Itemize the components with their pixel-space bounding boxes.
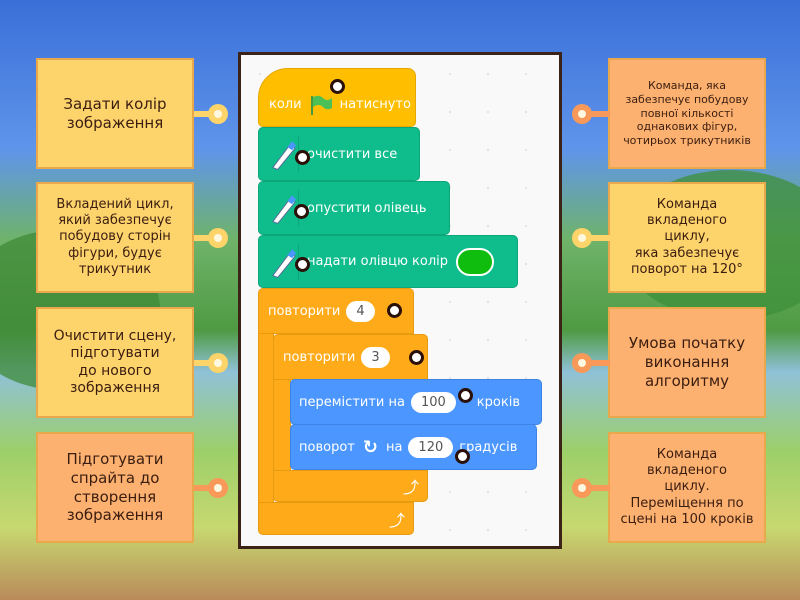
repeat-outer-arm: [258, 333, 274, 505]
connector-knob[interactable]: [572, 478, 592, 498]
repeat-inner-arm: [273, 379, 291, 474]
connector-line: [194, 485, 220, 491]
connector-line: [584, 111, 610, 117]
repeat-inner-end: ⤴: [273, 470, 428, 502]
connector-line: [194, 235, 220, 241]
pen-icon: [272, 243, 299, 280]
left-card-1[interactable]: Задати колір зображення: [36, 58, 194, 169]
left-card-4[interactable]: Підготувати спрайта до створення зображе…: [36, 432, 194, 543]
connector-knob[interactable]: [208, 228, 228, 248]
turn-degrees-value[interactable]: 120: [408, 436, 454, 458]
clear-block: очистити все: [258, 127, 420, 181]
connector-knob[interactable]: [208, 478, 228, 498]
loop-arrow-icon: ⤴: [388, 510, 405, 530]
loop-arrow-icon: ⤴: [402, 478, 419, 497]
drop-target[interactable]: [295, 257, 310, 272]
pen-color-swatch[interactable]: [456, 247, 495, 276]
repeat-inner-count[interactable]: 3: [361, 346, 390, 368]
left-card-3[interactable]: Очистити сцену, підготувати до нового зо…: [36, 307, 194, 418]
pen-icon: [272, 136, 299, 172]
connector-knob[interactable]: [208, 104, 228, 124]
drop-target[interactable]: [457, 387, 473, 403]
connector-knob[interactable]: [572, 228, 592, 248]
connector-line: [194, 360, 220, 366]
left-card-2[interactable]: Вкладений цикл, який забезпечує побудову…: [36, 182, 194, 293]
drop-target[interactable]: [330, 79, 345, 94]
move-steps-block: перемістити на 100 кроків: [290, 379, 542, 425]
move-steps-value[interactable]: 100: [410, 391, 456, 413]
pen-down-block: опустити олівець: [258, 181, 450, 235]
drop-target[interactable]: [294, 204, 309, 219]
right-card-2[interactable]: Команда вкладеного циклу, яка забезпечує…: [608, 182, 766, 293]
right-card-3[interactable]: Умова початку виконання алгоритму: [608, 307, 766, 418]
repeat-outer-end: ⤴: [258, 502, 414, 535]
drop-target[interactable]: [295, 150, 310, 165]
repeat-outer-block: повторити 4: [258, 288, 414, 334]
connector-knob[interactable]: [572, 104, 592, 124]
drop-target[interactable]: [455, 449, 470, 464]
green-flag-icon: [310, 95, 332, 115]
connector-line: [584, 485, 610, 491]
connector-line: [194, 111, 220, 117]
right-card-4[interactable]: Команда вкладеного циклу. Переміщення по…: [608, 432, 766, 543]
connector-knob[interactable]: [208, 353, 228, 373]
turn-degrees-block: поворот ↻ на 120 градусів: [290, 424, 537, 470]
connector-line: [584, 235, 610, 241]
rotate-clockwise-icon: ↻: [362, 436, 378, 458]
connector-knob[interactable]: [572, 353, 592, 373]
connector-line: [584, 360, 610, 366]
drop-target[interactable]: [387, 303, 402, 318]
when-flag-clicked-block: коли натиснуто: [258, 68, 416, 127]
right-card-1[interactable]: Команда, яка забезпечує побудову повної …: [608, 58, 766, 169]
drop-target[interactable]: [409, 350, 424, 365]
repeat-outer-count[interactable]: 4: [346, 300, 375, 322]
repeat-inner-block: повторити 3: [273, 334, 428, 380]
